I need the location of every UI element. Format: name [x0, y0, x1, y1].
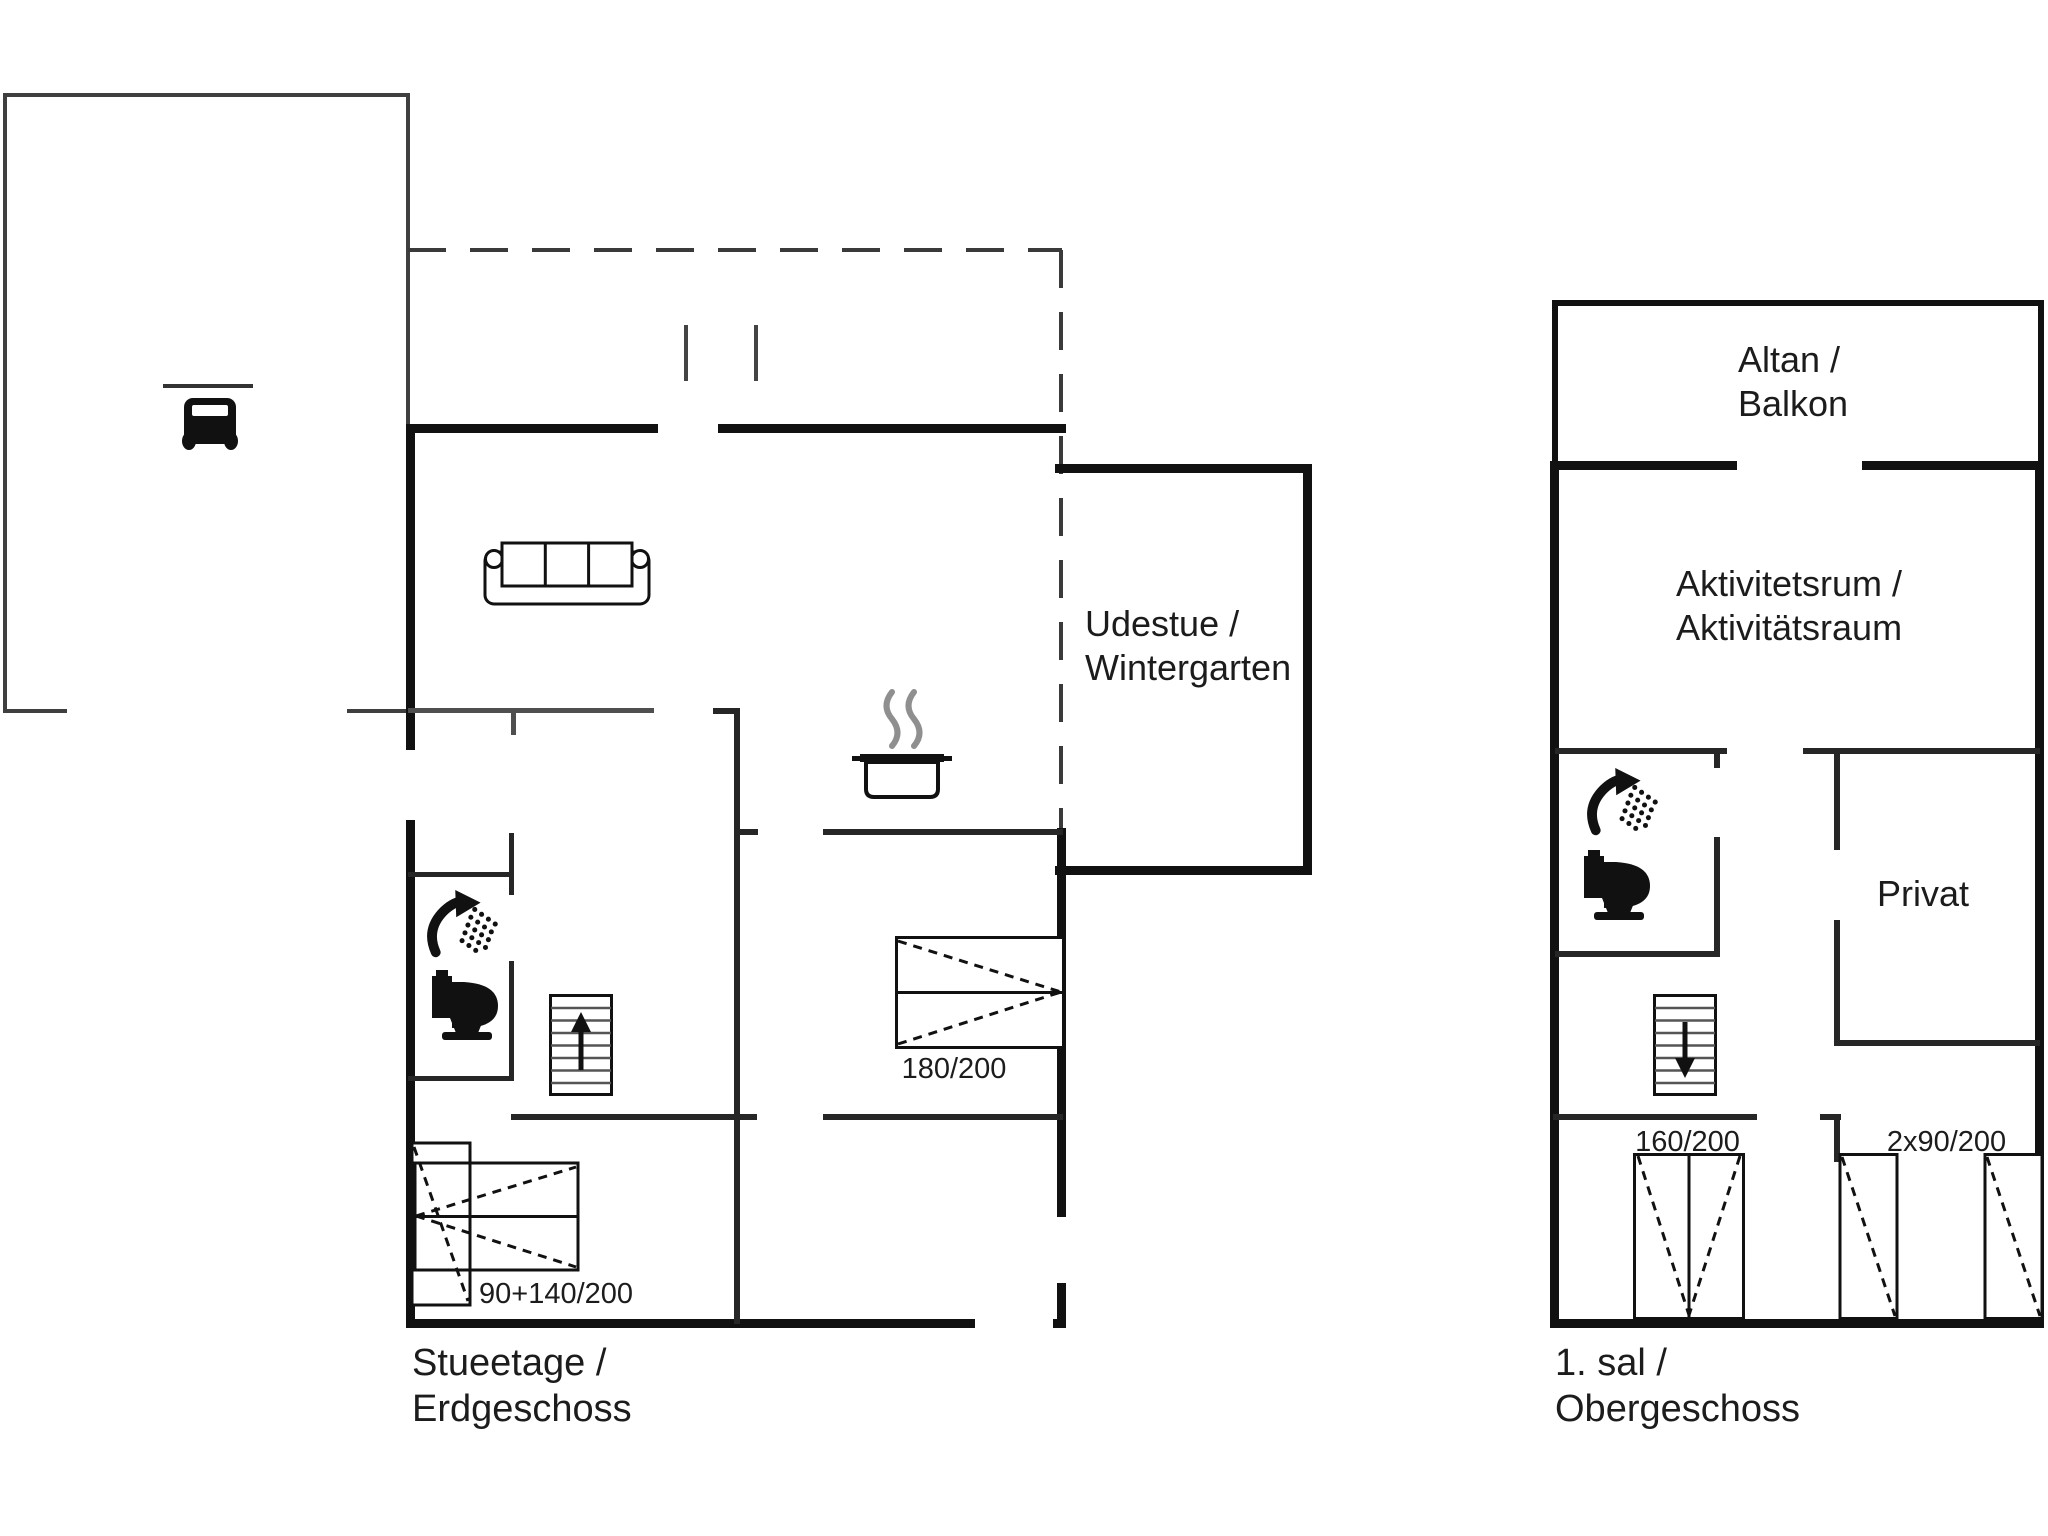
wall: [1550, 461, 1559, 1328]
wall: [509, 961, 514, 1081]
wall: [1820, 1114, 1841, 1120]
room-label-line: Balkon: [1738, 383, 1849, 424]
bed-size-label: 2x90/200: [1886, 1126, 2007, 1158]
wall: [1834, 748, 1840, 850]
wall: [1834, 1114, 1840, 1162]
bed-size-label: 180/200: [901, 1053, 1007, 1085]
bed-combo-icon: [410, 1141, 582, 1308]
wall: [511, 708, 516, 735]
wall: [1552, 300, 1558, 465]
wall: [406, 820, 415, 1328]
room-label-wintergarten: Udestue / Wintergarten: [1085, 602, 1291, 690]
stairs-down-icon: [1653, 994, 1717, 1096]
wall: [740, 829, 758, 835]
wall: [1550, 1319, 2044, 1328]
post: [684, 325, 688, 381]
room-label-activity: Aktivitetsrum / Aktivitätsraum: [1676, 562, 1902, 650]
wall: [408, 872, 513, 877]
wall: [408, 1076, 511, 1081]
wall: [1550, 461, 1737, 470]
wall: [509, 833, 514, 895]
floor-caption-line: 1. sal /: [1555, 1342, 1667, 1384]
floor-caption-first: 1. sal / Obergeschoss: [1555, 1340, 1800, 1432]
wall: [3, 93, 410, 97]
room-label-line: Aktivitätsraum: [1676, 607, 1903, 648]
wall: [406, 424, 658, 433]
wall: [406, 95, 410, 425]
floor-caption-ground: Stueetage / Erdgeschoss: [412, 1340, 632, 1432]
wall: [1834, 1040, 2040, 1046]
bed-double-icon: [895, 936, 1065, 1049]
wall: [2035, 461, 2044, 1328]
wall: [1552, 300, 2044, 306]
wall: [823, 829, 1063, 835]
wall: [3, 93, 7, 713]
wall: [1803, 748, 2040, 754]
wall: [1303, 464, 1312, 875]
room-label-line: Aktivitetsrum /: [1676, 563, 1903, 604]
wall: [734, 708, 740, 1324]
dashed-boundary: [1059, 250, 1063, 830]
bed-double-icon: [1633, 1153, 1745, 1320]
wall: [406, 1319, 975, 1328]
car-icon: [180, 396, 240, 452]
sofa-icon: [483, 540, 651, 608]
wall: [1555, 951, 1720, 957]
post: [754, 325, 758, 381]
room-label-line: Udestue /: [1085, 603, 1240, 644]
wall: [1055, 866, 1312, 875]
dashed-boundary: [408, 248, 1062, 252]
wall: [511, 1114, 757, 1120]
bed-twin-icon: [1838, 1153, 2044, 1320]
room-label-line: Wintergarten: [1085, 647, 1292, 688]
room-label-private: Privat: [1877, 873, 1970, 914]
cooking-pot-icon: [852, 688, 952, 803]
shower-icon: [1584, 766, 1666, 844]
room-label-balcony: Altan / Balkon: [1738, 338, 1848, 426]
wall: [406, 424, 415, 750]
wall: [1057, 1283, 1066, 1328]
floor-caption-line: Obergeschoss: [1555, 1388, 1801, 1430]
floor-caption-line: Stueetage /: [412, 1342, 607, 1384]
wall: [3, 709, 67, 713]
wall: [1862, 461, 2044, 470]
parking-line: [163, 384, 253, 388]
wall: [408, 708, 654, 713]
shower-icon: [424, 888, 506, 966]
wall: [1555, 748, 1727, 754]
wall: [347, 709, 410, 713]
wall: [2038, 300, 2044, 465]
wall: [1714, 837, 1720, 957]
toilet-icon: [426, 970, 504, 1048]
toilet-icon: [1578, 850, 1656, 928]
wall: [1714, 748, 1720, 768]
stairs-up-icon: [549, 994, 613, 1096]
wall: [1055, 464, 1312, 473]
wall: [718, 424, 1066, 433]
wall: [1553, 1114, 1757, 1120]
wall: [713, 708, 740, 714]
floor-caption-line: Erdgeschoss: [412, 1388, 632, 1430]
bed-size-label: 160/200: [1635, 1126, 1740, 1158]
bed-size-label: 90+140/200: [479, 1278, 634, 1310]
wall: [1834, 920, 1840, 1045]
wall: [823, 1114, 1063, 1120]
room-label-line: Altan /: [1738, 339, 1841, 380]
